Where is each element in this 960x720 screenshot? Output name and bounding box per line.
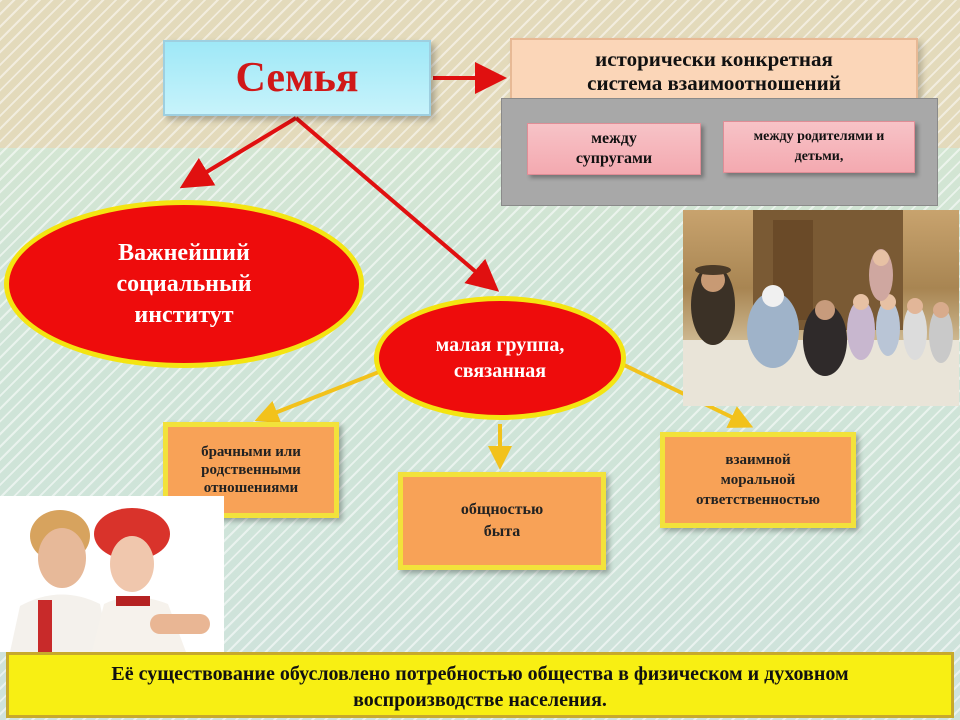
bond-responsibility-box: взаимной моральной ответственностью [660,432,856,528]
institute-line-2: социальный [116,270,252,297]
arrow-title-to-institute [179,116,298,189]
bond-marriage-line-2: родственными [201,462,301,478]
young-couple-photo [0,496,224,652]
relation-spouses-line-1: между [591,130,637,147]
relation-parents-line-1: между родителями и [753,129,885,144]
relation-spouses-line-2: супругами [575,150,653,167]
arrow-title-to-small-group [294,116,500,292]
social-institute-ellipse: Важнейший социальный институт [4,200,364,368]
conclusion-banner: Её существование обусловлено потребность… [6,652,954,718]
bond-household-line-2: быта [483,523,521,540]
institute-line-1: Важнейший [118,239,250,266]
peasant-family-photo [683,210,959,406]
bond-household-box: общностью быта [398,472,606,570]
family-title: Семья [235,55,359,101]
bond-marriage-line-1: брачными или [201,444,301,460]
definition-box: исторически конкретная система взаимоотн… [510,38,918,100]
small-group-line-1: малая группа, [435,334,565,356]
bond-household-line-1: общностью [460,501,544,518]
relation-parents-children: между родителями и детьми, [723,121,915,173]
small-group-ellipse: малая группа, связанная [374,296,626,420]
family-title-box: Семья [163,40,431,116]
bond-marriage-line-3: отношениями [203,480,299,496]
institute-line-3: институт [134,301,234,328]
relation-spouses: между супругами [527,123,701,175]
bond-responsibility-line-1: взаимной [725,452,791,468]
small-group-line-2: связанная [453,360,547,382]
conclusion-line-1: Её существование обусловлено потребность… [111,663,849,685]
relation-parents-line-2: детьми, [794,149,844,164]
bond-responsibility-line-3: ответственностью [696,492,820,508]
arrow-group-to-marriage [254,368,385,424]
bond-responsibility-line-2: моральной [720,472,796,488]
definition-line-2: система взаимоотношений [587,71,841,95]
definition-line-1: исторически конкретная [595,47,833,71]
conclusion-line-2: воспроизводстве населения. [353,689,607,711]
